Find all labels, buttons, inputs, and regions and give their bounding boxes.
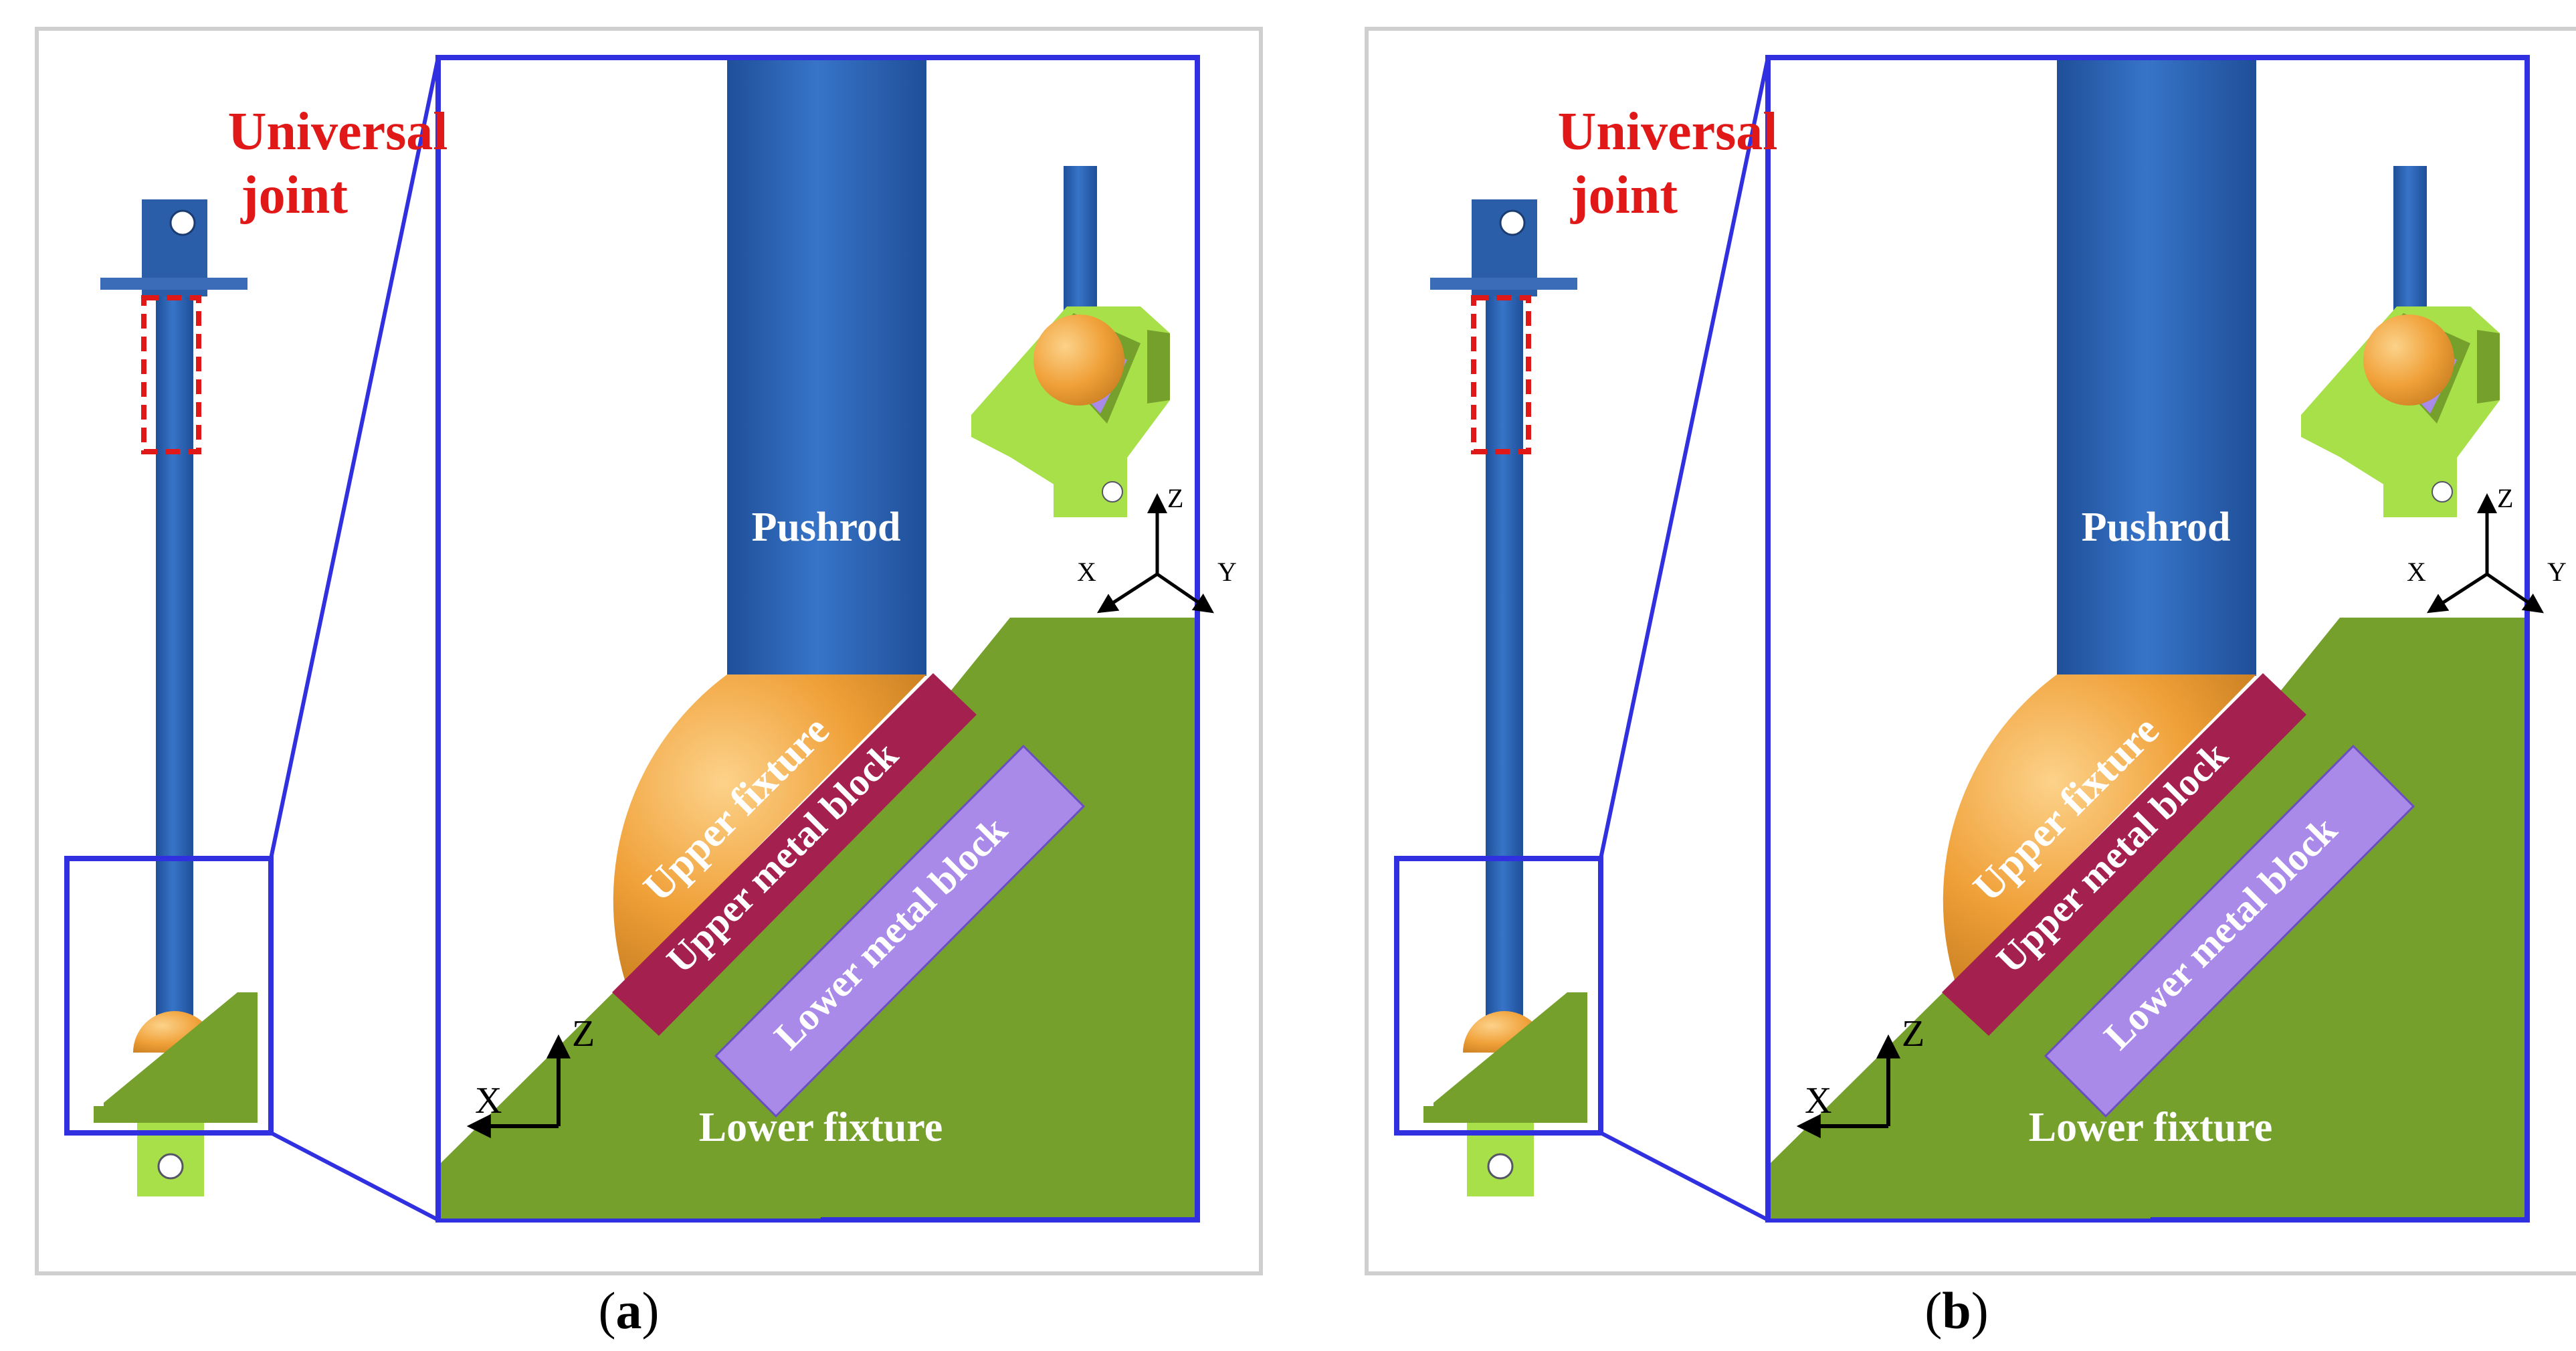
svg-text:(a): (a): [599, 1281, 660, 1340]
caption-a: (a): [599, 1281, 660, 1340]
axis-3d-y-label: Y: [2547, 557, 2567, 587]
axis-3d-z-label: Z: [1167, 483, 1183, 513]
axis-2d-z-label: Z: [1902, 1013, 1924, 1055]
universal-joint-label-line2: joint: [1570, 166, 1678, 225]
lower-fixture-label: Lower fixture: [699, 1105, 943, 1150]
axis-2d-z-label: Z: [572, 1013, 595, 1055]
caption-a-letter: a: [616, 1281, 642, 1340]
axis-2d-x-label: X: [1805, 1080, 1831, 1121]
panel-a: Universal joint Pushrod Upper fixture Up…: [37, 29, 1261, 1273]
panel-b: Universal joint Pushrod Upper fixture Up…: [1367, 29, 2576, 1273]
panel-b-drawing: [1367, 29, 2576, 1273]
pushrod-label: Pushrod: [752, 505, 901, 550]
axis-3d-x-label: X: [1077, 557, 1096, 587]
pushrod-label: Pushrod: [2082, 505, 2231, 550]
universal-joint-label-line1: Universal: [1558, 102, 1778, 161]
caption-b: (b): [1924, 1281, 1988, 1340]
axis-3d-z-label: Z: [2497, 483, 2513, 513]
universal-joint-label-line2: joint: [240, 166, 348, 225]
lower-fixture-label: Lower fixture: [2029, 1105, 2272, 1150]
svg-text:(b): (b): [1924, 1281, 1988, 1340]
panel-a-drawing: [37, 29, 1261, 1273]
axis-3d-y-label: Y: [1217, 557, 1237, 587]
universal-joint-label-line1: Universal: [228, 102, 448, 161]
axis-3d-x-label: X: [2407, 557, 2426, 587]
axis-2d-x-label: X: [475, 1080, 502, 1121]
caption-b-letter: b: [1942, 1281, 1971, 1340]
